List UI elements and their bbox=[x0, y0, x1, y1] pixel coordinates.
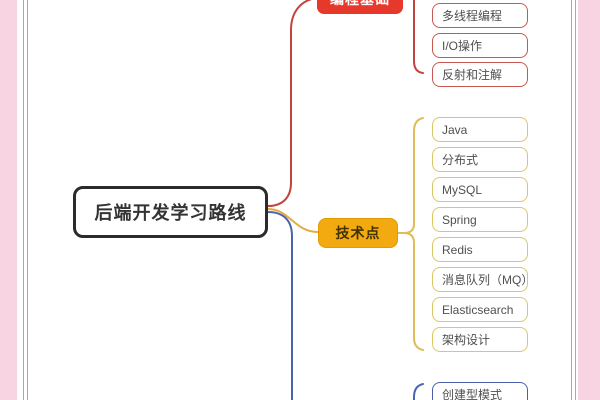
child-node-creational-patterns[interactable]: 创建型模式 bbox=[432, 382, 528, 400]
child-node-architecture-design[interactable]: 架构设计 bbox=[432, 327, 528, 352]
child-node-multithreading[interactable]: 多线程编程 bbox=[432, 3, 528, 28]
child-node-spring[interactable]: Spring bbox=[432, 207, 528, 232]
branch-node-programming-basics[interactable]: 编程基础 bbox=[317, 0, 403, 14]
page-edge-line-left-inner bbox=[27, 0, 28, 400]
child-node-redis[interactable]: Redis bbox=[432, 237, 528, 262]
child-node-message-queue[interactable]: 消息队列（MQ） bbox=[432, 267, 528, 292]
page-edge-line-right-inner bbox=[571, 0, 572, 400]
child-node-distributed[interactable]: 分布式 bbox=[432, 147, 528, 172]
branch-line-programming-basics bbox=[267, 0, 313, 207]
root-node[interactable]: 后端开发学习路线 bbox=[73, 186, 268, 238]
page-edge-line-left-outer bbox=[23, 0, 24, 400]
child-node-reflection-annotations[interactable]: 反射和注解 bbox=[432, 62, 528, 87]
child-node-java[interactable]: Java bbox=[432, 117, 528, 142]
children-brace-tech-points bbox=[397, 117, 424, 351]
page-edge-line-right-outer bbox=[575, 0, 576, 400]
branch-line-bottom-branch bbox=[267, 211, 293, 400]
children-brace-programming-basics bbox=[413, 0, 424, 74]
child-node-mysql[interactable]: MySQL bbox=[432, 177, 528, 202]
children-brace-bottom-branch bbox=[413, 383, 424, 400]
branch-line-tech-points bbox=[267, 208, 319, 233]
child-node-io-operations[interactable]: I/O操作 bbox=[432, 33, 528, 58]
branch-node-tech-points[interactable]: 技术点 bbox=[318, 218, 398, 248]
child-node-elasticsearch[interactable]: Elasticsearch bbox=[432, 297, 528, 322]
